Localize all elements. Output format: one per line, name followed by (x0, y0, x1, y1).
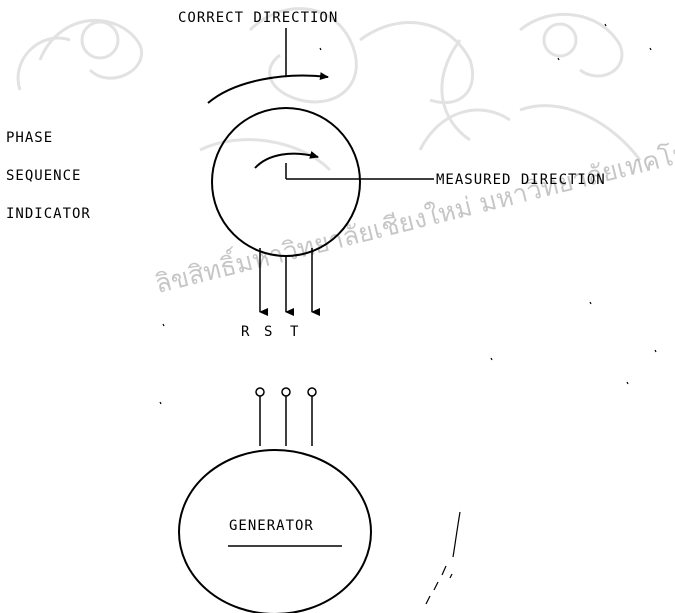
terminal-2 (281, 387, 291, 397)
phase-s-label: S (264, 324, 273, 340)
terminal-3 (307, 387, 317, 397)
generator-label: GENERATOR (229, 518, 314, 534)
terminal-1 (255, 387, 265, 397)
scan-specks (159, 23, 657, 605)
measured-direction-label: MEASURED DIRECTION (436, 172, 606, 188)
generator-circle (178, 449, 372, 613)
phase-r-label: R (241, 324, 250, 340)
watermark-seal (16, 7, 642, 172)
phase-sequence-indicator-circle (211, 107, 361, 257)
phase-label-line1: PHASE (6, 130, 53, 146)
generator-terminals (255, 387, 317, 446)
correct-direction-arrow (207, 72, 329, 104)
phase-t-label: T (290, 324, 299, 340)
measured-direction-arrow (254, 151, 319, 169)
correct-direction-label: CORRECT DIRECTION (178, 10, 338, 26)
phase-label-line2: SEQUENCE (6, 168, 81, 184)
phase-label-line3: INDICATOR (6, 206, 91, 222)
